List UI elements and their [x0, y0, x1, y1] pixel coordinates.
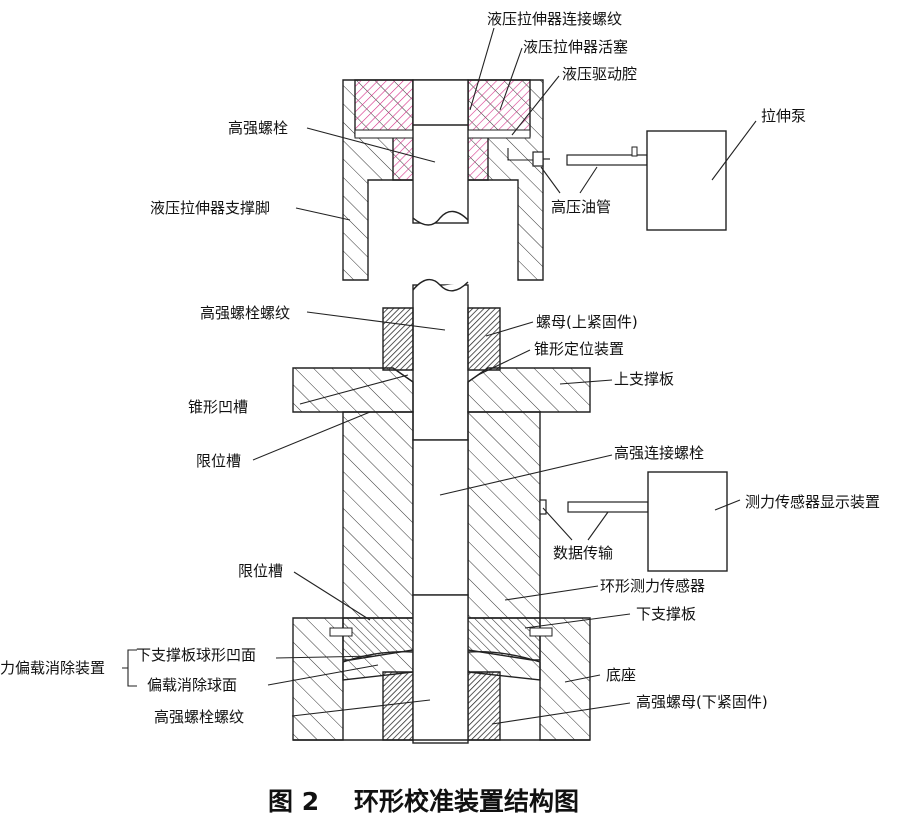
label-cone-groove: 锥形凹槽	[188, 398, 248, 416]
figure-number: 图 2	[268, 787, 319, 816]
label-limit-groove-1: 限位槽	[196, 452, 241, 470]
label-ring-sensor: 环形测力传感器	[600, 577, 705, 595]
tensioner-bolt	[412, 79, 469, 226]
lower-bolt	[412, 594, 469, 744]
figure-title: 环形校准装置结构图	[354, 787, 579, 816]
label-hp-tube: 高压油管	[551, 198, 611, 216]
label-base: 底座	[606, 666, 636, 684]
connecting-bolt	[412, 439, 469, 596]
label-thread-connect: 液压拉伸器连接螺纹	[487, 10, 622, 28]
label-hs-bolt: 高强螺栓	[228, 119, 288, 137]
label-nut-lower: 高强螺母(下紧固件)	[636, 693, 768, 711]
label-data-tx: 数据传输	[553, 544, 613, 562]
leader-lines	[122, 27, 757, 725]
sensor-cable	[539, 499, 649, 515]
label-eccentric-ball: 偏载消除球面	[147, 676, 237, 694]
upper-bolt-shaft	[412, 278, 469, 441]
labels: 液压拉伸器连接螺纹 液压拉伸器活塞 液压驱动腔 高强螺栓 拉伸泵 液压拉伸器支撑…	[0, 10, 880, 726]
label-drive-cavity: 液压驱动腔	[562, 65, 637, 83]
label-sphere-recess: 下支撑板球形凹面	[136, 646, 256, 664]
base-step-right	[529, 627, 553, 637]
label-pump: 拉伸泵	[761, 107, 806, 125]
label-cone-locator: 锥形定位装置	[534, 340, 624, 358]
label-nut-upper: 螺母(上紧固件)	[536, 313, 638, 331]
base-step-left	[329, 627, 353, 637]
pump-box	[646, 130, 727, 231]
label-display: 测力传感器显示装置	[745, 493, 880, 511]
label-limit-groove-2: 限位槽	[238, 562, 283, 580]
label-bolt-thread-bottom: 高强螺栓螺纹	[154, 708, 244, 726]
label-piston: 液压拉伸器活塞	[523, 38, 628, 56]
label-lower-plate: 下支撑板	[636, 605, 696, 623]
label-support-foot: 液压拉伸器支撑脚	[150, 199, 270, 217]
label-upper-plate: 上支撑板	[614, 370, 674, 388]
label-bolt-thread-top: 高强螺栓螺纹	[200, 304, 290, 322]
display-box	[647, 471, 728, 572]
label-connect-bolt: 高强连接螺栓	[614, 444, 704, 462]
label-eccentric-device: 力偏载消除装置	[0, 659, 105, 677]
